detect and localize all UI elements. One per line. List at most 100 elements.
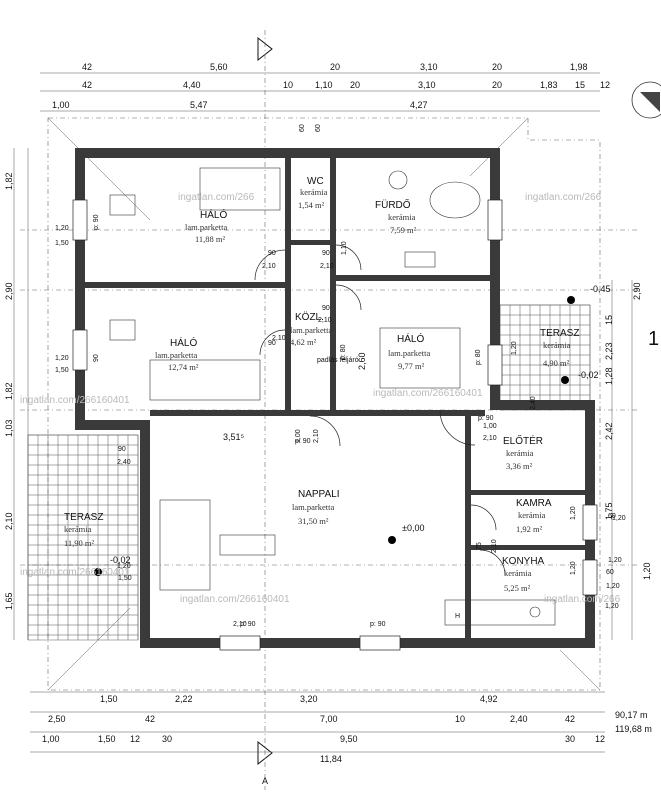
dimension-label: 60 [299,124,306,132]
opening-label: 1,20 [570,561,577,575]
north-arrow-fill [640,92,660,112]
opening-dimensions: p: 90902,10902,10902,101,10902,10902,10p… [93,214,626,628]
opening-label: 90 [118,446,126,453]
room-floor: kerámia [506,448,534,458]
room-floor: kerámia [518,510,546,520]
windows [72,199,598,651]
dimension-label: 2,90 [632,282,642,300]
dimension-label: 20 [330,62,340,72]
edge-number: 1 [648,328,659,350]
opening-label: 1,20 [612,515,626,522]
dimension-label: 2,23 [604,342,614,360]
watermark: ingatlan.com/266160401 [20,567,130,578]
room-area: 11,88 m² [195,234,226,244]
room-name: HÁLÓ [170,336,197,349]
dimension-label: 1,00 [52,100,70,110]
dimension-label: 1,75 [604,502,614,520]
dimension-label: 20 [350,80,360,90]
dimension-label: 1,03 [4,419,14,437]
interior-walls [85,158,585,641]
watermark: ingatlan.com/266160401 [180,594,290,605]
level-terrace-left-label: -0,02 [110,555,131,565]
roof-hip-4 [559,649,601,691]
roof-hip-1 [47,117,151,221]
dimension-label: 11,84 [320,754,342,764]
opening-label: p: 80 [340,344,347,360]
dimension-label: 5,47 [190,100,208,110]
room-halo2: HÁLÓ lam.parketta 12,74 m² [155,336,199,372]
opening-label: 2,40 [530,396,537,410]
dimension-label: 3,10 [420,62,438,72]
dimension-label: 1,50 [55,240,69,247]
watermark: ingatlan.com/266 [525,192,602,203]
roof-hip-3 [47,607,131,691]
dimension-label: 2,10 [4,512,14,530]
room-area: 1,54 m² [298,200,325,210]
room-area: 12,74 m² [168,362,199,372]
room-nappali: NAPPALI lam.parketta 31,50 m² [292,489,340,526]
dimension-label: 12 [595,734,605,744]
opening-label: 60 [606,569,614,576]
room-floor: lam.parketta [185,222,227,232]
opening-label: 2,40 [117,459,131,466]
opening-label: p: 90 [370,621,386,628]
watermark: ingatlan.com/266 [544,594,621,605]
opening-label: 2,10 [483,435,497,442]
room-area: 1,92 m² [516,524,543,534]
room-area: 3,36 m² [506,461,533,471]
dimension-label: 10 [455,714,465,724]
room-name: HÁLÓ [397,332,424,345]
dimension-label: 2,42 [604,422,614,440]
opening-label: p: 80 [475,349,482,365]
dimension-label: 15 [575,80,585,90]
room-konyha: KONYHA kerámia 5,25 m² [502,556,545,593]
opening-label: p: 90 [240,621,256,628]
room-area: 31,50 m² [298,516,329,526]
dimension-label: 9,50 [340,734,358,744]
room-furdo: FÜRDŐ kerámia 7,59 m² [375,197,417,235]
room-name: KONYHA [502,556,545,567]
dimension-label: 1,28 [604,367,614,385]
dimension-label: 60 [315,124,322,132]
opening-label: 1,00 [295,429,302,443]
opening-label: 1,20 [606,583,620,590]
dimension-label: 1,83 [540,80,558,90]
opening-label: 2,10 [262,263,276,270]
room-name: WC [307,176,324,187]
room-area: 4,62 m² [290,337,317,347]
room-name: HÁLÓ [200,208,227,221]
opening-label: 1,20 [511,341,518,355]
dimension-label: 1,20 [55,355,69,362]
stair-height-label: 2,60 [357,352,367,370]
dimension-label: 42 [145,714,155,724]
opening-label: 1,20 [570,506,577,520]
opening-label: p: 90 [295,438,311,445]
room-floor: kerámia [64,524,92,534]
watermark: ingatlan.com/266160401 [373,388,483,399]
dimension-label: 15 [604,315,614,325]
opening-label: 2,10 [313,429,320,443]
room-name: NAPPALI [298,489,340,500]
dimension-label: 3,10 [418,80,436,90]
dimension-label: 1,50 [55,367,69,374]
dimension-chain-left: 1,821,201,502,901,201,501,821,032,101,65 [4,148,69,640]
room-name: ELŐTÉR [503,433,543,447]
opening-label: 1,00 [483,423,497,430]
dimension-label: 42 [82,62,92,72]
dimension-label: 20 [492,62,502,72]
room-name: TERASZ [64,512,103,523]
level-terrace-right-label: -0,02 [578,370,599,380]
room-name: TERASZ [540,328,579,339]
opening-label: 75 [476,542,483,550]
dimension-label: 5,60 [210,62,228,72]
room-floor: lam.parketta [290,325,332,335]
area-label-1: 90,17 m [615,710,648,720]
room-area: 9,77 m² [398,361,425,371]
dimension-label: 4,27 [410,100,428,110]
dimension-label: 1,20 [55,225,69,232]
room-area: 11,90 m² [64,538,95,548]
opening-label: 90 [268,340,276,347]
level-markers [94,296,575,576]
